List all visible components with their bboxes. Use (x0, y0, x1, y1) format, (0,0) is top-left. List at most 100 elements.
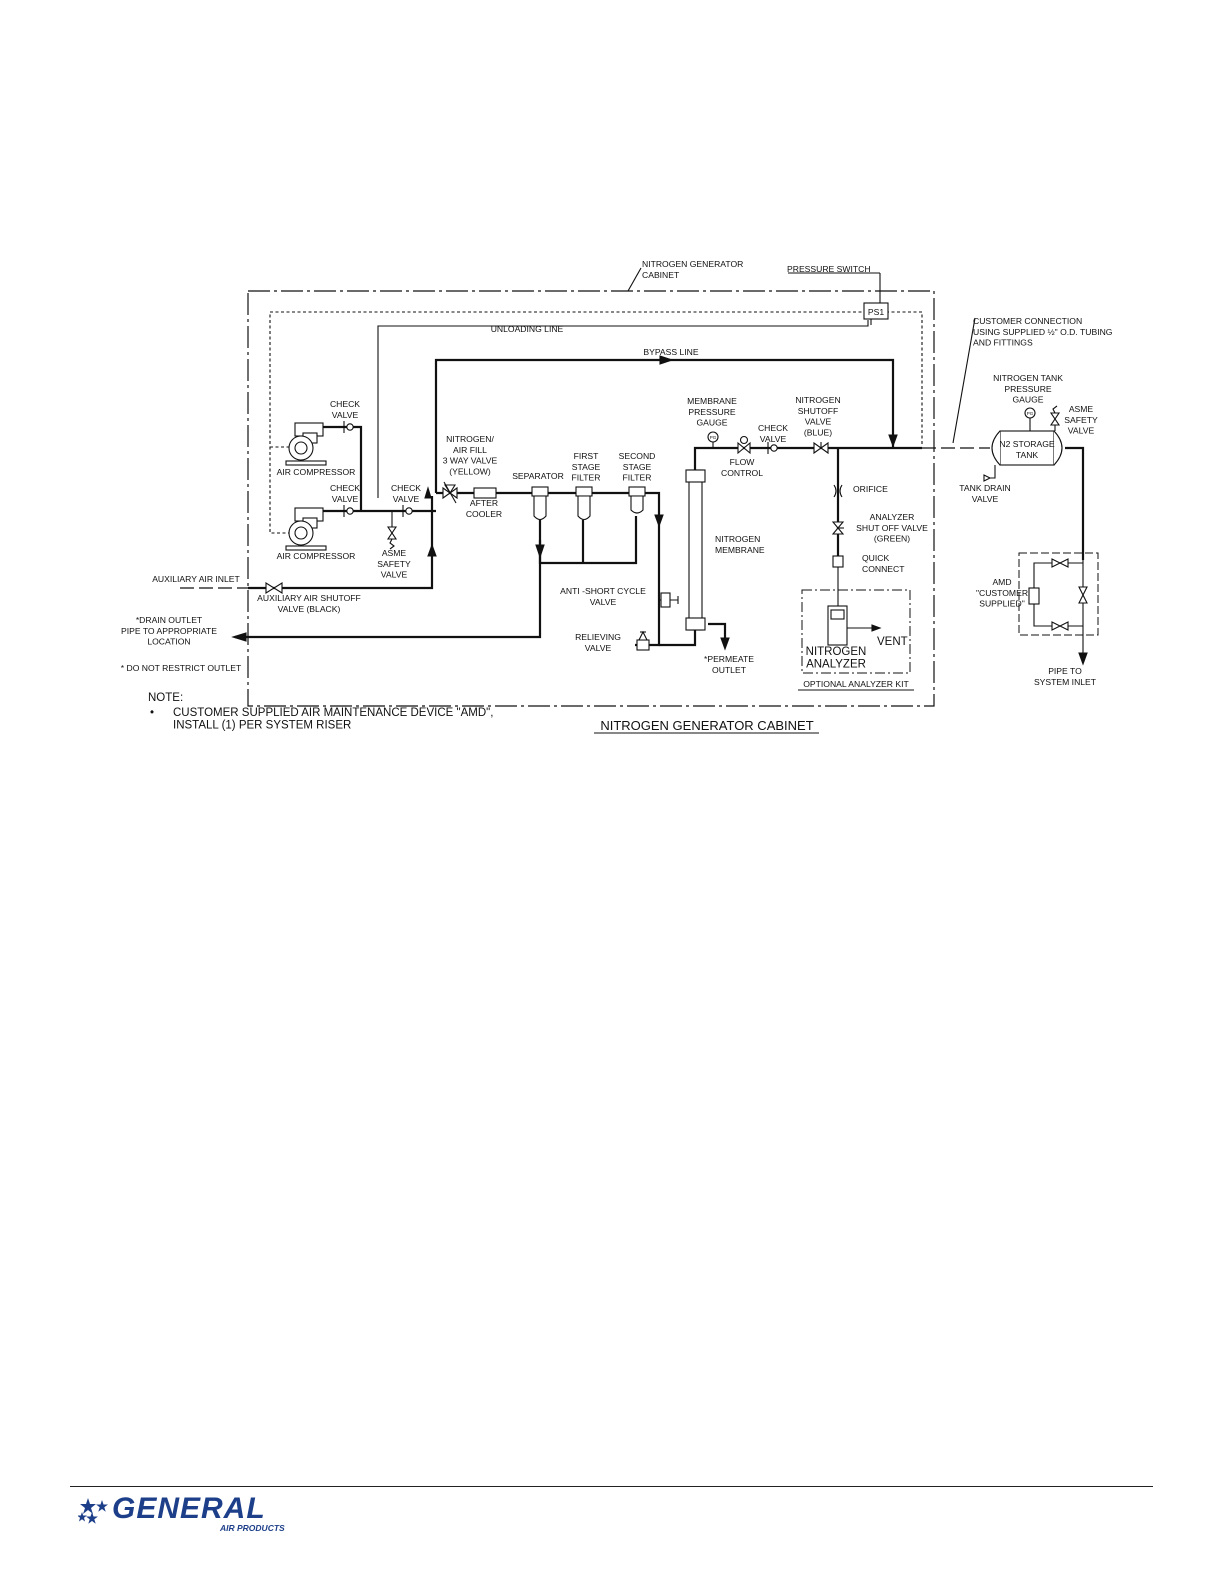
tank-asme-safety-valve-icon (1049, 405, 1061, 431)
compressor-top-discharge (320, 425, 363, 511)
pressure-switch-box (863, 302, 889, 320)
drain-outlet-pipe (235, 540, 542, 639)
amd-bypass (1033, 562, 1083, 627)
stars-icon (78, 1498, 108, 1524)
label-air-compressor-top: AIR COMPRESSOR (277, 467, 356, 477)
main-arrow-1 (424, 486, 432, 499)
check-valve-mid-icon (343, 505, 354, 517)
first-stage-filter-icon (575, 486, 593, 521)
amd-valve-right-b (1078, 593, 1088, 604)
aux-inlet-pipe (248, 496, 434, 590)
three-way-valve-icon (442, 481, 458, 504)
nitrogen-shutoff-valve-icon (813, 441, 829, 455)
flow-control-icon (737, 435, 751, 455)
analyzer-shutoff-valve-icon (831, 521, 845, 535)
logo-wordmark: GENERAL (112, 1492, 266, 1525)
tank-drain-valve-icon (983, 465, 996, 482)
relieving-valve-icon (636, 630, 650, 651)
permeate-line (708, 622, 727, 640)
label-pressure-switch: PRESSURE SWITCH (787, 264, 871, 274)
nitrogen-membrane-icon (685, 469, 706, 631)
vent-arrow (871, 624, 882, 632)
svg-text:PG: PG (710, 435, 717, 440)
auxiliary-air-shutoff-valve-icon (265, 582, 283, 594)
label-vent: VENT (877, 636, 908, 648)
amd-valve-bottom (1051, 621, 1062, 631)
label-separator: SEPARATOR (512, 471, 564, 481)
drain-return (538, 516, 638, 565)
permeate-arrow (720, 637, 730, 651)
membrane-feed (659, 630, 697, 647)
amd-regulator (1028, 587, 1040, 605)
amd-valve-right (1078, 586, 1088, 597)
orifice-icon (833, 484, 843, 498)
process-arrow-down (654, 514, 664, 528)
aux-arrow (427, 543, 437, 557)
cabinet-leader (627, 267, 642, 292)
asme-safety-valve-icon (386, 526, 398, 550)
label-ps1: PS1 (868, 307, 884, 317)
separator-icon (531, 486, 549, 521)
company-logo: GENERAL AIR PRODUCTS (78, 1492, 308, 1540)
label-air-compressor-bottom: AIR COMPRESSOR (277, 551, 356, 561)
label-note-bullet: • (150, 707, 154, 719)
svg-text:PG: PG (1027, 411, 1034, 416)
label-do-not-restrict: * DO NOT RESTRICT OUTLET (121, 663, 242, 673)
system-arrow (1078, 652, 1088, 666)
pilot-line (269, 311, 923, 534)
label-optional-analyzer-kit: OPTIONAL ANALYZER KIT (803, 679, 909, 689)
drain-arrow (231, 632, 247, 642)
membrane-out (693, 446, 893, 470)
membrane-pressure-gauge-icon: PG (707, 431, 719, 443)
check-valve-membrane-icon (767, 442, 778, 454)
anti-short-cycle-valve-icon (660, 592, 679, 608)
quick-connect-icon (832, 555, 844, 568)
connection-leader (952, 317, 976, 444)
unloading-line (377, 320, 869, 498)
air-compressor-top-icon (285, 422, 327, 466)
cabinet-outline (247, 290, 935, 707)
footer-rule (70, 1486, 1153, 1487)
label-note-text: CUSTOMER SUPPLIED AIR MAINTENANCE DEVICE… (173, 707, 493, 732)
label-unloading-line: UNLOADING LINE (491, 324, 564, 334)
tank-outlet (1065, 446, 1085, 560)
tank-pressure-gauge-icon: PG (1024, 407, 1036, 431)
amd-valve-bottom-b (1058, 621, 1069, 631)
amd-box (1018, 552, 1099, 636)
n2-storage-tank-icon (991, 430, 1063, 466)
logo-subtitle: AIR PRODUCTS (220, 1523, 285, 1533)
amd-valve-top (1051, 558, 1062, 568)
nitrogen-analyzer-icon (827, 605, 848, 646)
separator-drain-arrow (535, 544, 545, 559)
check-valve-right-icon (402, 505, 413, 517)
